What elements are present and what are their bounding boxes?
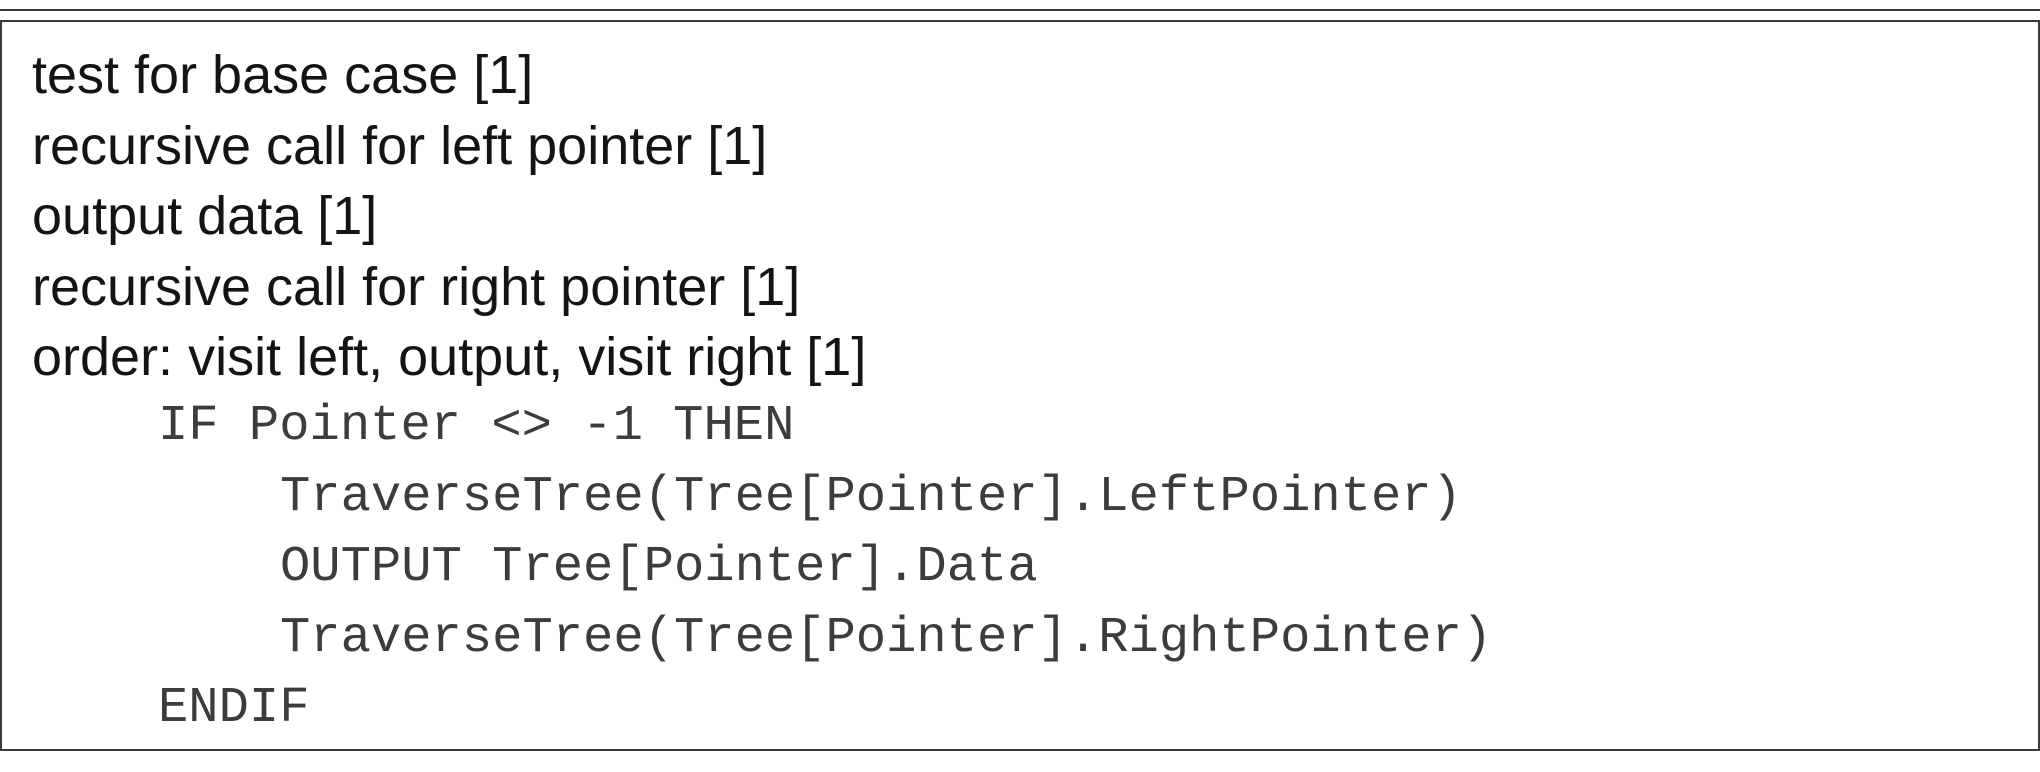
marking-criteria-list: test for base case [1] recursive call fo… bbox=[32, 40, 866, 393]
pseudocode-block: IF Pointer <> -1 THEN TraverseTree(Tree[… bbox=[2, 392, 1492, 745]
criterion-right-recursive-call: recursive call for right pointer [1] bbox=[32, 256, 801, 317]
code-line-traverse-right: TraverseTree(Tree[Pointer].RightPointer) bbox=[280, 609, 1493, 667]
code-line-endif: ENDIF bbox=[158, 680, 310, 737]
criterion-left-recursive-call: recursive call for left pointer [1] bbox=[32, 115, 768, 176]
criterion-base-case: test for base case [1] bbox=[32, 45, 534, 105]
mark-scheme-answer-box: test for base case [1] recursive call fo… bbox=[0, 20, 2040, 751]
code-line-output: OUTPUT Tree[Pointer].Data bbox=[280, 539, 1038, 596]
top-table-border bbox=[0, 0, 2040, 11]
criterion-output-data: output data [1] bbox=[32, 186, 378, 246]
code-line-if: IF Pointer <> -1 THEN bbox=[158, 398, 795, 455]
code-line-traverse-left: TraverseTree(Tree[Pointer].LeftPointer) bbox=[280, 468, 1462, 526]
criterion-traversal-order: order: visit left, output, visit right [… bbox=[32, 327, 867, 387]
